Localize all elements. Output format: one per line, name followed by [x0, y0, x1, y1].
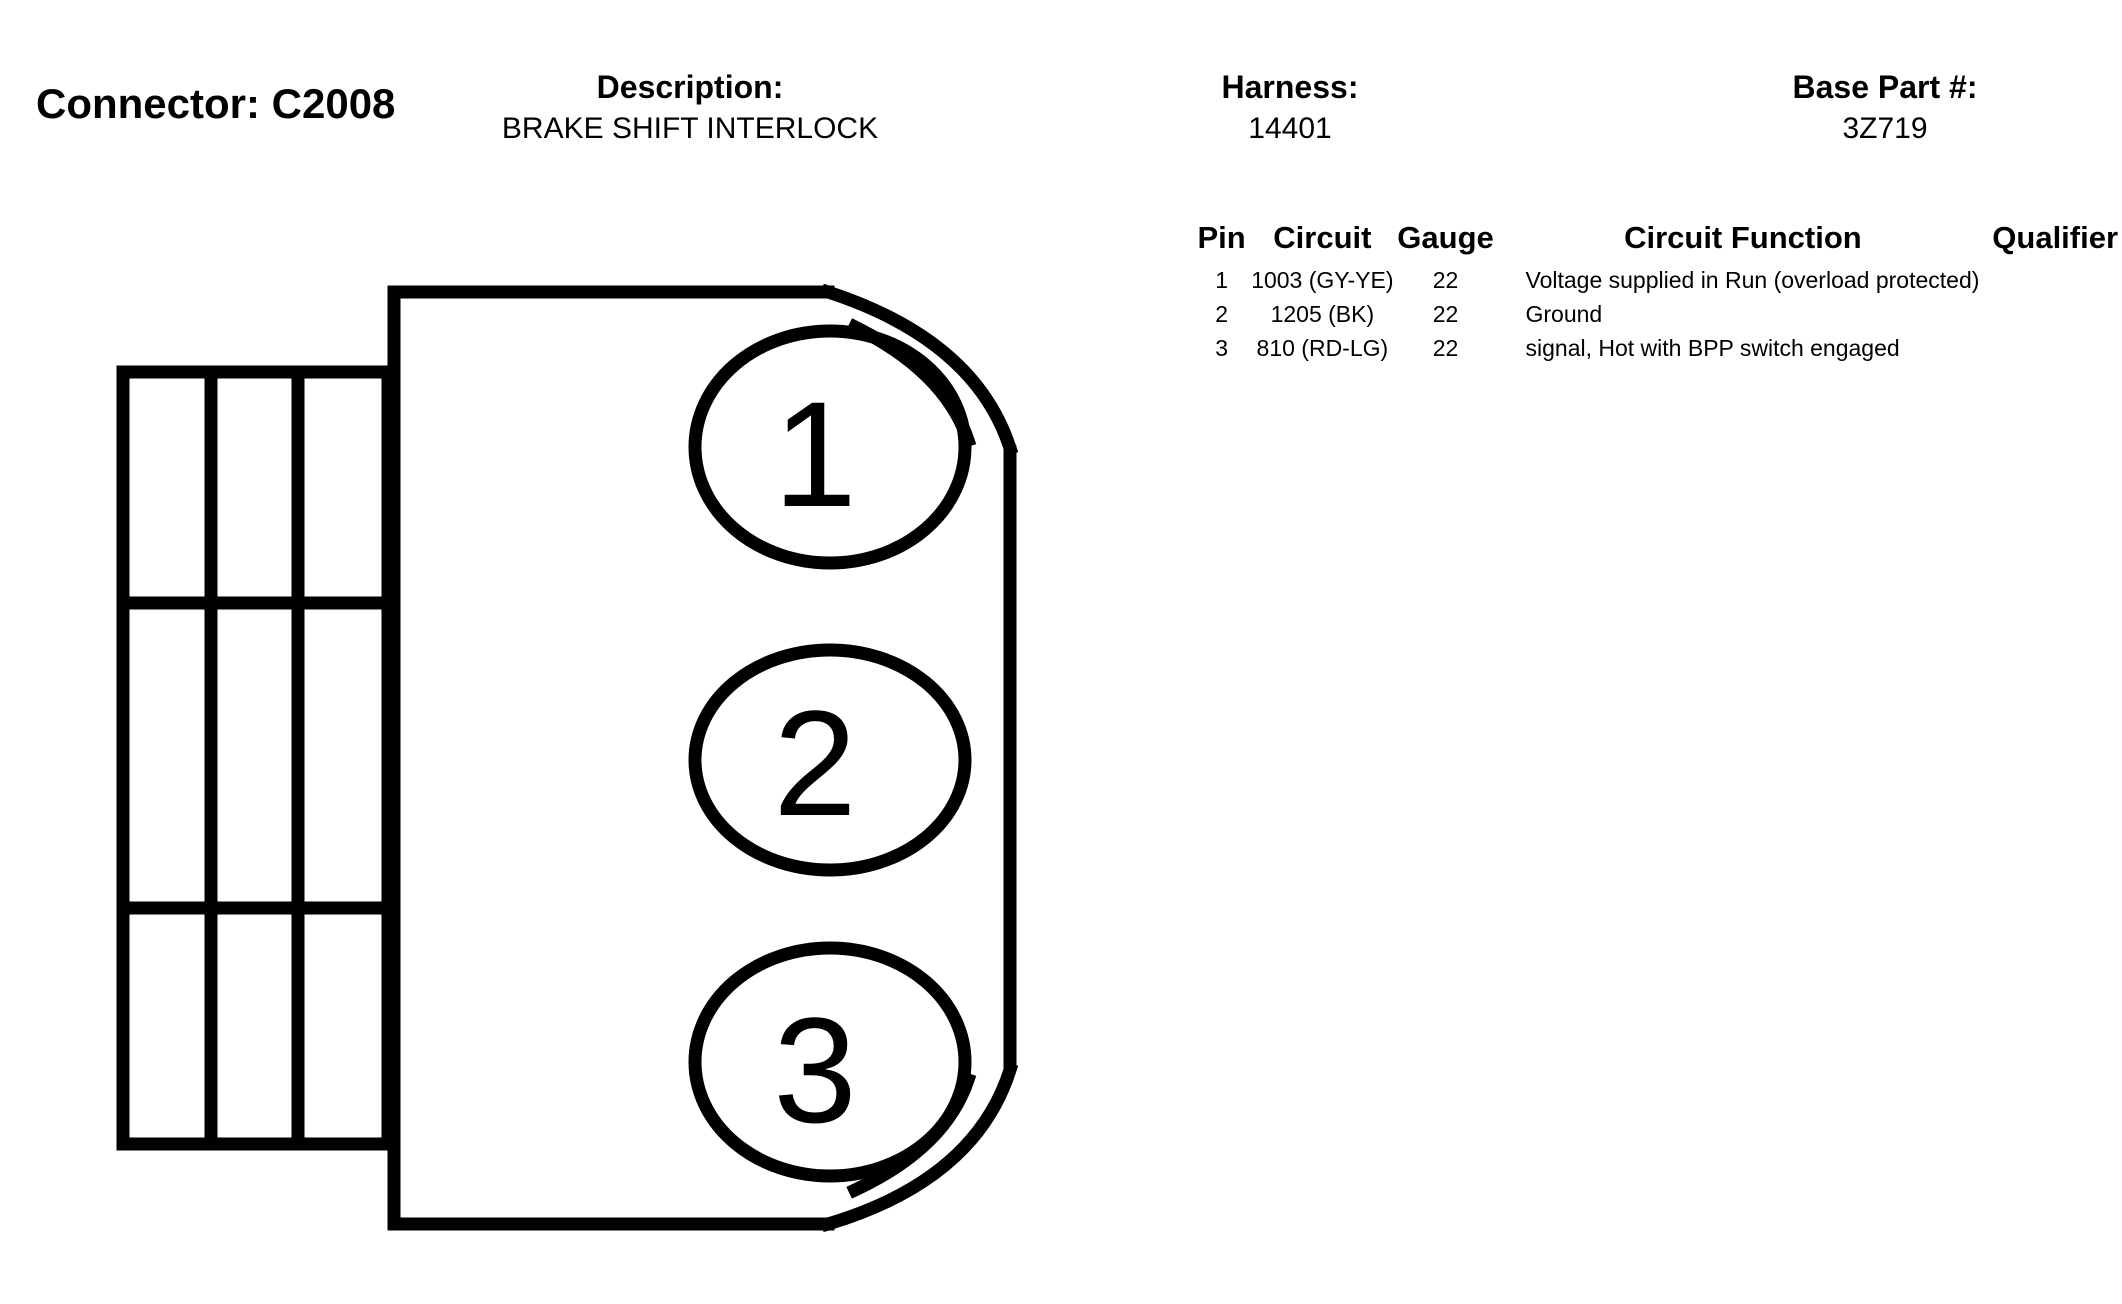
table-row: 3 810 (RD-LG) 22 signal, Hot with BPP sw…: [1192, 331, 2122, 365]
connector-body-top-curve: [819, 283, 1019, 457]
cell-circuit: 1205 (BK): [1270, 300, 1375, 327]
pin-cavity-1: [688, 324, 972, 570]
cell-qualifier: [1988, 331, 2122, 365]
cell-gauge: 22: [1432, 334, 1459, 361]
harness-block: Harness: 14401: [1140, 66, 1440, 150]
cell-circuit: 1003 (GY-YE): [1251, 266, 1394, 293]
connector-body-bottom-curve: [819, 1061, 1019, 1233]
base-part-label: Base Part #:: [1792, 69, 1978, 105]
column-header-pin: Pin: [1197, 220, 1246, 255]
cell-gauge: 22: [1432, 300, 1459, 327]
base-part-block: Base Part #: 3Z719: [1685, 66, 2085, 150]
column-header-qualifier: Qualifier: [1992, 220, 2119, 255]
table-header-row: Pin Circuit Gauge Circuit Function Quali…: [1192, 213, 2122, 263]
harness-value: 14401: [1248, 112, 1332, 145]
pin-label-2: 2: [773, 679, 856, 847]
column-header-circuit-function: Circuit Function: [1624, 220, 1862, 255]
cell-pin: 1: [1215, 266, 1228, 293]
harness-label: Harness:: [1221, 69, 1359, 105]
cell-qualifier: [1988, 297, 2122, 331]
cell-circuit-function: Voltage supplied in Run (overload protec…: [1525, 266, 1980, 293]
connector-face-diagram: 1 2 3: [116, 283, 1019, 1233]
connector-body-outline: [387, 285, 835, 1231]
pin-cavity-2: [688, 643, 972, 877]
cell-circuit: 810 (RD-LG): [1256, 334, 1389, 361]
pin-table: Pin Circuit Gauge Circuit Function Quali…: [1192, 213, 2122, 365]
table-row: 1 1003 (GY-YE) 22 Voltage supplied in Ru…: [1192, 263, 2122, 297]
description-label: Description:: [596, 69, 784, 105]
column-header-circuit: Circuit: [1273, 220, 1372, 255]
description-value: BRAKE SHIFT INTERLOCK: [501, 112, 879, 145]
base-part-value: 3Z719: [1842, 112, 1928, 145]
cell-circuit-function: Ground: [1525, 300, 1603, 327]
cell-gauge: 22: [1432, 266, 1459, 293]
table-row: 2 1205 (BK) 22 Ground: [1192, 297, 2122, 331]
connector-latch-outline: [116, 365, 395, 1151]
cell-pin: 3: [1215, 334, 1228, 361]
column-header-gauge: Gauge: [1397, 220, 1494, 255]
connector-title: Connector: C2008: [36, 80, 396, 127]
description-block: Description: BRAKE SHIFT INTERLOCK: [440, 66, 940, 150]
cell-circuit-function: signal, Hot with BPP switch engaged: [1525, 334, 1900, 361]
cell-qualifier: [1988, 263, 2122, 297]
pin-cavity-3: [688, 941, 972, 1183]
pin-label-3: 3: [773, 986, 856, 1154]
pin-label-1: 1: [773, 370, 856, 538]
cell-pin: 2: [1215, 300, 1228, 327]
